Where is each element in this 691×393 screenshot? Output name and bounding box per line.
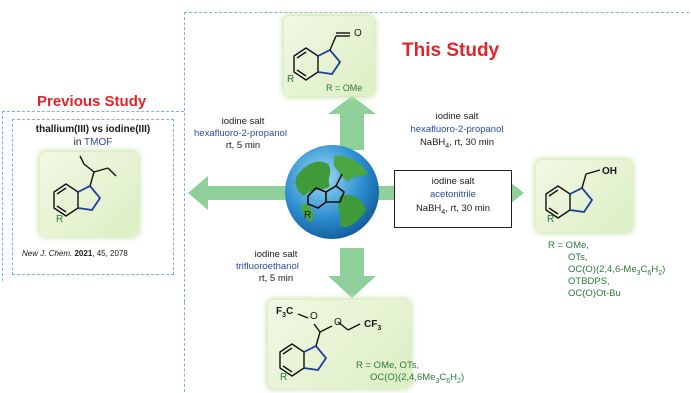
arrow-up: [328, 96, 376, 150]
bottom-cond-solvent-clip: trifluoroethanol: [236, 261, 316, 274]
top-carbonyl-o: O: [354, 28, 362, 39]
right-upper-cond-solvent: hexafluoro-2-propanol: [410, 124, 504, 135]
globe-icon: [285, 145, 379, 239]
bottom-r-def-2-h: H: [450, 372, 458, 383]
arrow-down: [328, 248, 376, 298]
top-product-structure: [293, 32, 350, 81]
right-r-def-2: OTs,: [568, 252, 588, 263]
bottom-r-def-2-end: ): [460, 372, 465, 383]
globe-r-label: R: [304, 210, 312, 221]
dashed-divider-vertical-top: [184, 12, 185, 302]
prev-product-structure: [53, 155, 117, 217]
box-cond-reagent: iodine salt: [431, 176, 475, 187]
right-r-def-1: R = OMe,: [548, 240, 589, 251]
right-product-card: [536, 160, 632, 232]
bottom-cf-sub-right: 3: [377, 325, 382, 332]
right-r-def-4: OTBDPS,: [568, 276, 610, 287]
bottom-product-structure: [279, 313, 361, 377]
prev-ref-year: 2021: [74, 249, 93, 258]
bottom-cond-time: rt, 5 min: [258, 273, 294, 284]
left-cond-time: rt, 5 min: [225, 140, 261, 151]
prev-solvent-prefix: in: [73, 137, 85, 148]
top-r-label: R: [287, 74, 295, 85]
bottom-cf3-right: CF3: [364, 319, 381, 335]
bottom-c-left: C: [286, 306, 294, 317]
dashed-divider-horizontal-top: [184, 12, 689, 13]
prev-solvent-line: in TMOF: [13, 137, 173, 149]
prev-reagent-comparison: thallium(III) vs iodine(III): [35, 124, 151, 135]
right-upper-sub: 4: [445, 142, 450, 150]
box-rest: , rt, 30 min: [445, 203, 491, 214]
right-r-def-3-sub1: 3: [636, 269, 641, 277]
prev-r-label: R: [56, 214, 64, 225]
bottom-r-def-2-sub2: 6: [446, 377, 451, 385]
dashed-divider-vertical-left: [2, 111, 3, 281]
this-study-title: This Study: [402, 40, 500, 61]
right-oh-label: OH: [602, 166, 617, 177]
right-r-label: R: [547, 214, 555, 225]
bottom-f-left: F: [276, 306, 283, 317]
bottom-o-right: O: [334, 317, 342, 328]
bottom-r-def-2-sub3: 2: [457, 377, 461, 385]
right-upper-rest: , rt, 30 min: [449, 137, 495, 148]
left-cond-solvent-clip: hexafluoro-2-propanol: [194, 128, 290, 141]
bottom-cond-solvent: trifluoroethanol: [236, 261, 299, 272]
bottom-r-def-1: R = OMe, OTs,: [356, 360, 420, 371]
right-r-def-3: OC(O)(2,4,6-Me3C6H2): [568, 264, 665, 280]
arrow-left: [188, 176, 288, 210]
box-cond-reductant: NaBH4, rt, 30 min: [394, 203, 512, 219]
dashed-divider-vertical-bottom: [184, 302, 185, 392]
right-r-def-3-end: ): [662, 264, 666, 275]
right-product-structure: [545, 169, 601, 219]
prev-ref-journal: New J. Chem.: [22, 249, 73, 258]
previous-study-box: [12, 119, 174, 275]
bottom-cf3-left: F3C: [276, 306, 293, 322]
bottom-r-def-2a: OC(O)(2,4,6Me: [370, 372, 436, 383]
right-r-def-3-sub3: 2: [658, 269, 663, 277]
right-r-def-3-h: H: [651, 264, 659, 275]
bottom-o-left: O: [310, 311, 318, 322]
right-upper-nabh: NaBH: [419, 137, 446, 148]
right-r-def-3-sub2: 6: [647, 269, 652, 277]
bottom-r-def-2-c: C: [439, 372, 447, 383]
bottom-cf-right: CF: [364, 319, 378, 330]
right-r-def-5: OC(O)Ot-Bu: [568, 288, 621, 299]
left-cond-solvent: hexafluoro-2-propanol: [194, 128, 287, 139]
dashed-divider-horizontal-left: [2, 111, 184, 112]
bottom-cond-reagent: iodine salt: [254, 249, 298, 260]
bottom-r-def-2-sub1: 3: [435, 377, 440, 385]
left-cond-reagent: iodine salt: [221, 116, 265, 127]
right-r-def-3a: OC(O)(2,4,6-Me: [568, 264, 637, 275]
bottom-r-def-2: OC(O)(2,4,6Me3C6H2): [370, 372, 464, 388]
bottom-r-label: R: [280, 372, 288, 383]
bottom-f-sub-left: 3: [282, 312, 287, 319]
right-r-def-3-c: C: [640, 264, 648, 275]
top-r-definition: R = OMe: [326, 83, 363, 93]
prev-solvent: TMOF: [84, 137, 113, 148]
previous-study-title: Previous Study: [37, 93, 147, 110]
acetonitrile-conditions-box: [394, 170, 512, 228]
box-nabh: NaBH: [415, 203, 442, 214]
prev-reference: New J. Chem. 2021, 45, 2078: [22, 248, 128, 260]
box-sub: 4: [441, 208, 446, 216]
right-upper-cond-reagent: iodine salt: [435, 111, 479, 122]
prev-product-card: [40, 152, 138, 236]
prev-ref-rest: , 45, 2078: [92, 249, 128, 258]
right-upper-cond-reductant: NaBH4, rt, 30 min: [390, 137, 524, 153]
box-cond-solvent: acetonitrile: [430, 189, 476, 200]
